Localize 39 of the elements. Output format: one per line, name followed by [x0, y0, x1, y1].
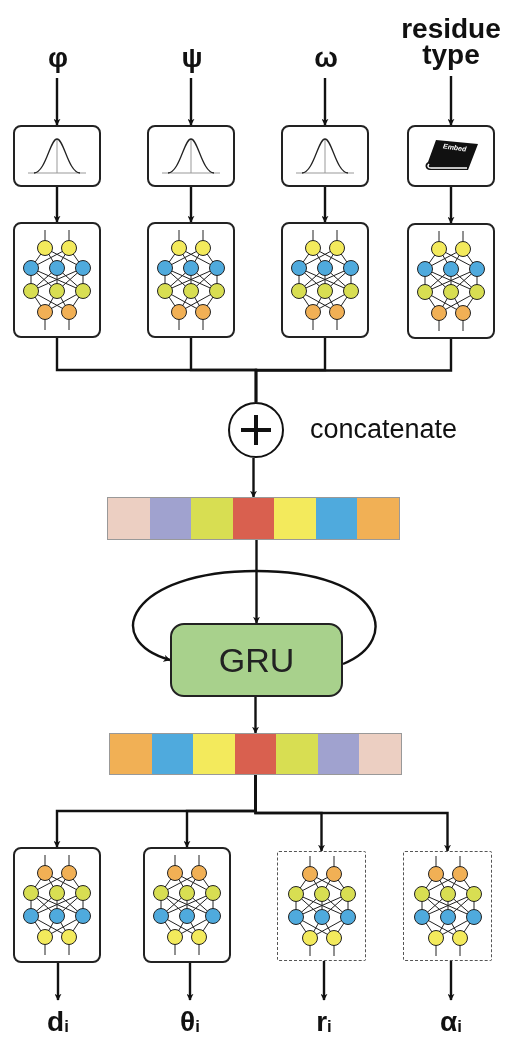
arrow — [187, 187, 195, 223]
module-box — [13, 847, 101, 963]
vector-bar — [109, 733, 402, 775]
arrow — [53, 78, 61, 126]
arrow — [321, 187, 329, 223]
process-box: GRU — [170, 623, 343, 697]
arrow — [447, 961, 455, 1001]
arrow — [132, 569, 377, 666]
arrow — [447, 76, 455, 126]
module-box — [143, 847, 231, 963]
module-box — [147, 222, 235, 338]
arrow — [54, 963, 62, 1001]
arrow — [320, 961, 328, 1001]
arrow — [252, 697, 259, 734]
module-box — [147, 125, 235, 187]
arrow — [187, 78, 195, 126]
arrow — [186, 963, 194, 1001]
module-box — [13, 222, 101, 338]
connector-line — [254, 339, 453, 402]
module-box — [281, 222, 369, 338]
arrow — [321, 78, 329, 126]
arrow — [53, 187, 61, 223]
arrow — [447, 187, 455, 224]
arrow — [254, 775, 451, 852]
module-box — [407, 223, 495, 339]
input-label: ω — [296, 38, 356, 78]
concatenate-circle — [228, 402, 284, 458]
node-caption: concatenate — [310, 414, 458, 445]
input-label: φ — [28, 38, 88, 78]
module-box — [13, 125, 101, 187]
input-label: residue type — [391, 8, 511, 76]
vector-bar — [107, 497, 400, 540]
module-box — [407, 125, 495, 187]
input-label: ψ — [162, 38, 222, 78]
module-box — [277, 851, 366, 961]
arrow — [253, 540, 260, 624]
module-box — [281, 125, 369, 187]
arrow — [250, 458, 257, 498]
module-box — [403, 851, 492, 961]
